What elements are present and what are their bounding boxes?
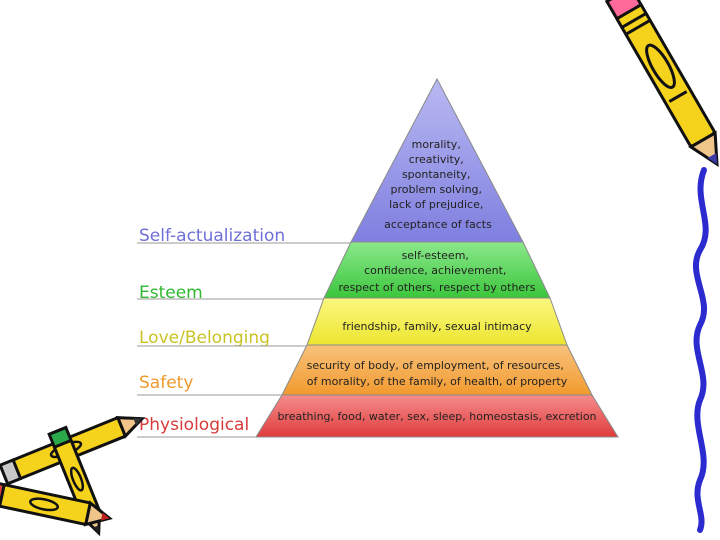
tier-descriptions: morality, creativity, spontaneity, probl… — [277, 138, 596, 423]
squiggle-line — [692, 167, 709, 533]
pyramid — [255, 77, 619, 438]
desc-physiological: breathing, food, water, sex, sleep, home… — [277, 410, 596, 423]
pencil-icon — [0, 479, 113, 527]
label-physiological: Physiological — [139, 415, 249, 435]
desc-self-actualization: morality, creativity, spontaneity, probl… — [384, 138, 492, 231]
label-esteem: Esteem — [139, 283, 203, 303]
label-self-actualization: Self-actualization — [139, 226, 285, 246]
label-safety: Safety — [139, 373, 193, 393]
desc-love-belonging: friendship, family, sexual intimacy — [342, 320, 532, 333]
level-labels: Self-actualization Esteem Love/Belonging… — [137, 226, 351, 438]
pencil-icon — [604, 0, 719, 168]
tier-physiological — [255, 394, 619, 438]
desc-safety: security of body, of employment, of reso… — [307, 359, 568, 388]
desc-esteem: self-esteem, confidence, achievement, re… — [339, 249, 536, 294]
label-love-belonging: Love/Belonging — [139, 328, 270, 348]
